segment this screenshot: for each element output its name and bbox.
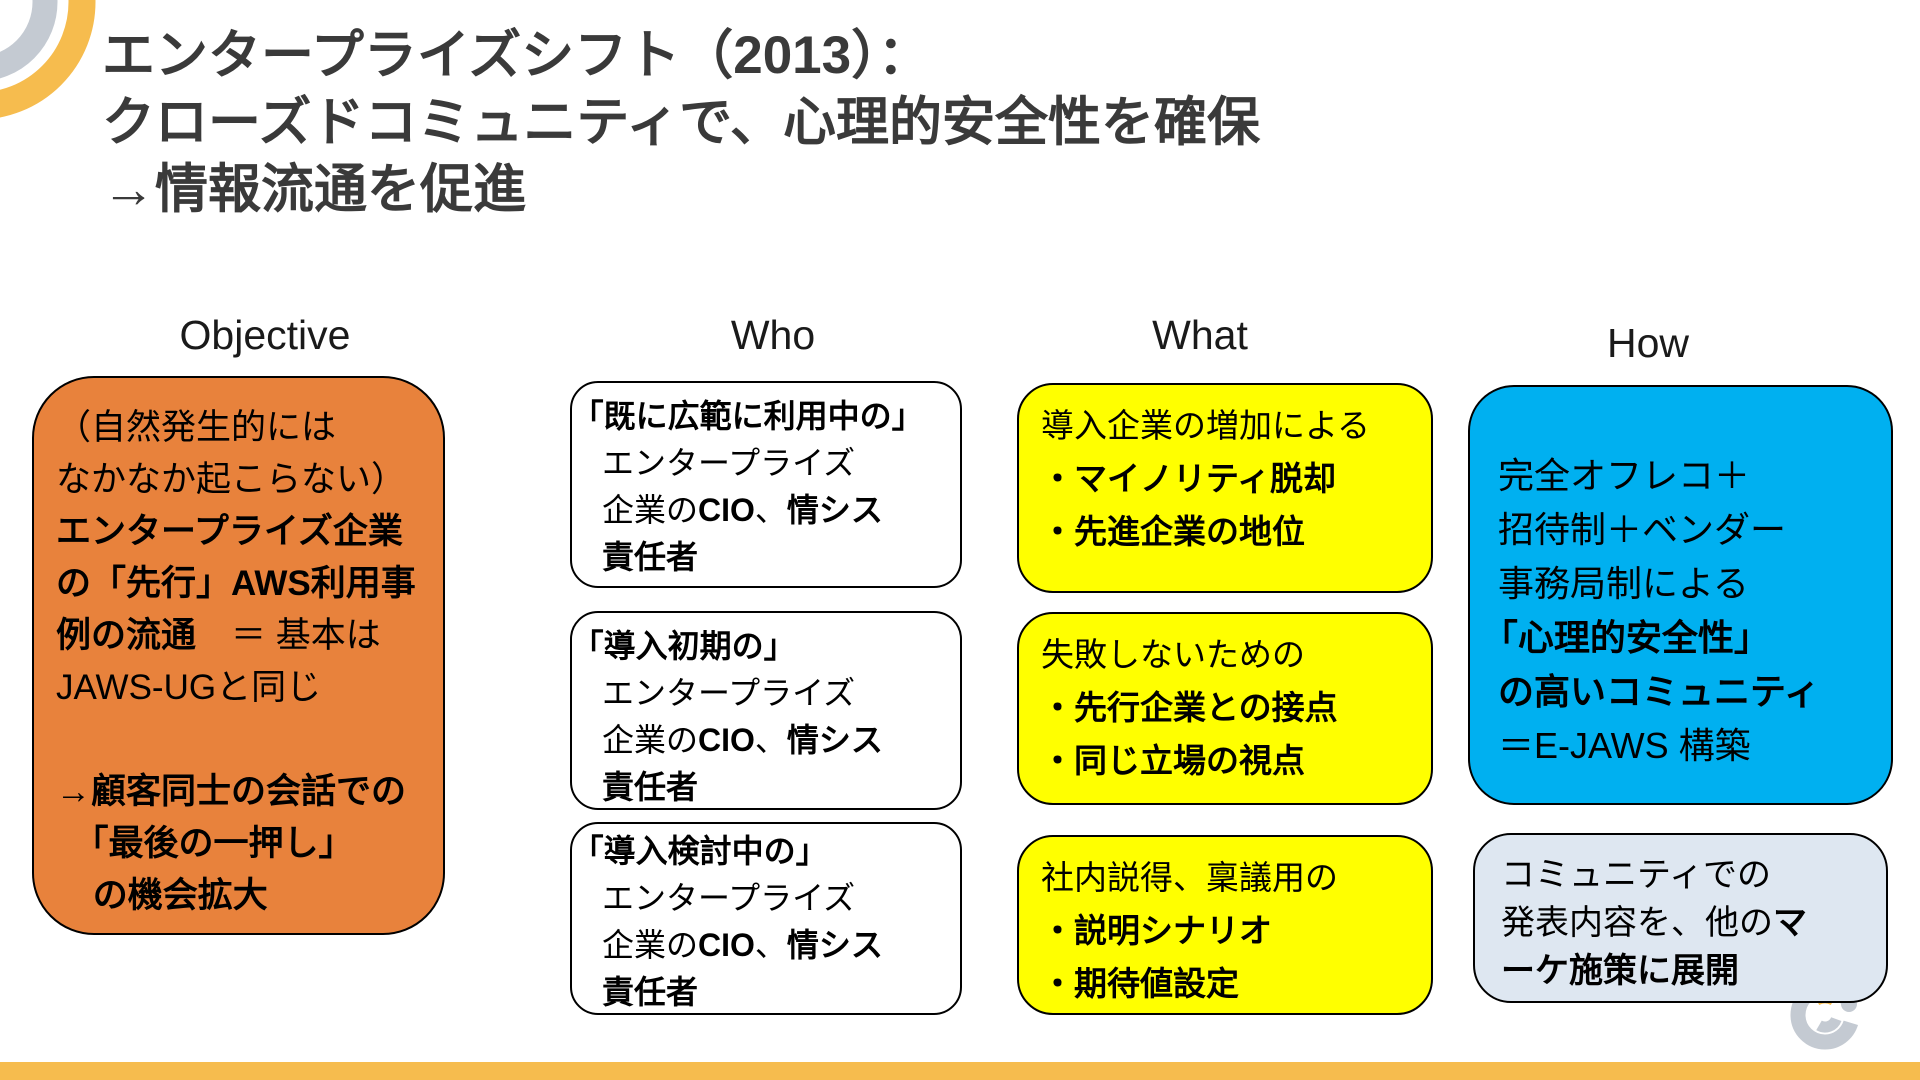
text-line: ーケ施策に展開 [1501, 952, 1739, 990]
text-line: 責任者 [602, 539, 699, 575]
text-line: エンタープライズ [602, 675, 856, 711]
text-line: エンタープライズ [602, 445, 856, 481]
text-line: コミュニティでの [1501, 856, 1771, 894]
who-box-3: 「導入検討中の」エンタープライズ企業のCIO、情シス責任者 [570, 822, 962, 1015]
text-line: エンタープライズ企業 [56, 512, 403, 551]
text-line: 「最後の一押し」 [73, 824, 354, 863]
text-line: ・同じ立場の視点 [1041, 742, 1305, 779]
text-line: 責任者 [602, 974, 699, 1010]
text-line: 失敗しないための [1041, 636, 1305, 673]
text-line: 例の流通 ＝ 基本は [56, 616, 381, 655]
column-header-objective: Objective [179, 312, 351, 358]
what-box-3: 社内説得、稟議用の・説明シナリオ・期待値設定 [1017, 835, 1433, 1015]
text-line: （自然発生的には [56, 408, 337, 447]
text-line: ・先行企業との接点 [1041, 689, 1338, 726]
text-line: ・説明シナリオ [1041, 912, 1272, 949]
text-line: 責任者 [602, 769, 699, 805]
corner-rings-icon [0, 0, 96, 118]
text-line: 企業のCIO、情シス [602, 492, 883, 528]
text-line: ・先進企業の地位 [1041, 513, 1305, 550]
text-line: 招待制＋ベンダー [1498, 509, 1787, 550]
text-line: エンタープライズシフト（2013）： [102, 26, 931, 85]
text-line: ・マイノリティ脱却 [1041, 460, 1337, 497]
text-line: 企業のCIO、情シス [602, 927, 883, 963]
text-line: 発表内容を、他のマ [1501, 904, 1807, 942]
text-line: 事務局制による [1498, 563, 1749, 604]
how-box-primary: 完全オフレコ＋ 招待制＋ベンダー事務局制による「心理的安全性」の高いコミュニティ ＝… [1468, 385, 1893, 805]
text-line: クローズドコミュニティで、心理的安全性を確保 [102, 93, 1261, 152]
column-header-how: How [1606, 320, 1690, 366]
text-line: →情報流通を促進 [102, 160, 526, 219]
how-box-secondary: コミュニティでの発表内容を、他のマーケ施策に展開 [1473, 833, 1888, 1003]
column-header-what: What [1152, 312, 1248, 358]
text-line: の機会拡大 [92, 876, 268, 915]
text-line: の「先行」AWS利用事 [56, 564, 416, 603]
text-line: 社内説得、稟議用の [1041, 859, 1338, 896]
objective-box: （自然発生的にはなかなか起こらない） エンタープライズ企業の「先行」AWS利用事例… [32, 376, 445, 935]
who-box-1: 「既に広範に利用中の」エンタープライズ企業のCIO、情シス責任者 [570, 381, 962, 588]
slide-title: エンタープライズシフト（2013）： クローズドコミュニティで、心理的安全性を確保… [102, 22, 1260, 223]
text-line: 「既に広範に利用中の」 [571, 398, 924, 434]
who-box-2: 「導入初期の」エンタープライズ企業のCIO、情シス責任者 [570, 611, 962, 810]
text-line: 「心理的安全性」 [1481, 617, 1770, 658]
text-line: ・期待値設定 [1041, 965, 1239, 1002]
column-header-who: Who [730, 312, 816, 358]
text-line [56, 714, 435, 766]
what-box-2: 失敗しないための・先行企業との接点・同じ立場の視点 [1017, 612, 1433, 805]
text-line: →顧客同士の会話での [56, 772, 407, 811]
text-line: JAWS-UGと同じ [56, 668, 322, 707]
text-line: 企業のCIO、情シス [602, 722, 883, 758]
text-line: 「導入初期の」 [571, 628, 796, 664]
text-line: 導入企業の増加による [1041, 407, 1371, 444]
text-line: 「導入検討中の」 [571, 833, 828, 869]
footer-accent-bar [0, 1062, 1920, 1080]
text-line: ＝E-JAWS 構築 [1498, 725, 1751, 766]
text-line: 完全オフレコ＋ [1498, 455, 1751, 496]
what-box-1: 導入企業の増加による・マイノリティ脱却・先進企業の地位 [1017, 383, 1433, 593]
text-line: なかなか起こらない） [56, 460, 407, 499]
text-line: エンタープライズ [602, 880, 856, 916]
text-line: の高いコミュニティ [1498, 671, 1820, 712]
